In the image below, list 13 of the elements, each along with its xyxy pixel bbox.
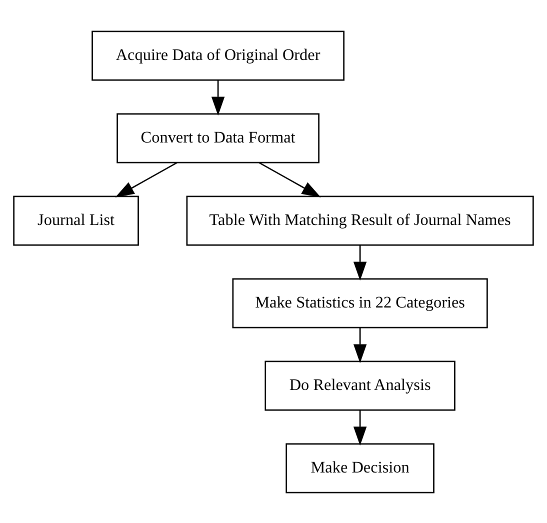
node-box: Do Relevant Analysis — [264, 360, 456, 410]
arrow — [211, 80, 225, 116]
arrow — [258, 162, 321, 197]
node-box: Acquire Data of Original Order — [92, 30, 344, 80]
node-box: Journal List — [13, 195, 139, 246]
node-box: Make Statistics in 22 Categories — [232, 278, 488, 328]
node-box: Convert to Data Format — [116, 112, 320, 163]
node-box: Table With Matching Result of Journal Names — [186, 195, 534, 246]
arrow — [353, 244, 367, 280]
arrow — [353, 410, 367, 446]
arrow — [115, 162, 178, 197]
node-box: Make Decision — [286, 442, 434, 493]
arrow — [353, 327, 367, 363]
